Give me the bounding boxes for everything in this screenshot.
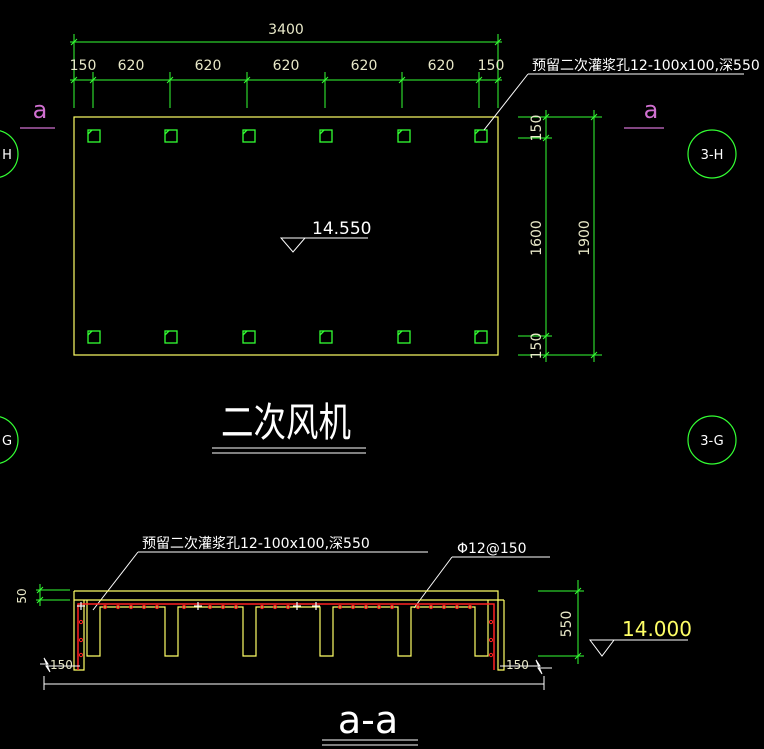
grid-bubble-h: H (0, 130, 19, 178)
hole-note-plan: 预留二次灌浆孔12-100x100,深550 (532, 58, 760, 74)
grout-hole (474, 330, 488, 344)
elevation-marker-section (589, 639, 688, 657)
side-dim: 1600 (529, 220, 545, 256)
grout-hole (397, 129, 411, 143)
elevation-plan: 14.550 (312, 219, 371, 239)
side-dimension-chain (518, 110, 602, 362)
grid-label: H (2, 148, 12, 163)
grout-hole (87, 129, 101, 143)
grout-holes-plan (87, 129, 488, 344)
elevation-section: 14.000 (622, 617, 692, 641)
depth-dim-section (538, 580, 584, 664)
grid-label: 3-H (701, 148, 724, 163)
elevation-marker (279, 237, 368, 253)
section-title-underline (322, 739, 418, 746)
grid-label: G (2, 434, 12, 449)
grout-hole (474, 129, 488, 143)
rebar-cage (77, 603, 495, 670)
grout-hole (242, 330, 256, 344)
section-mark-left: a (33, 96, 48, 124)
grout-hole (87, 330, 101, 344)
grid-bubble-3g: 3-G (687, 415, 737, 465)
grout-hole (164, 330, 178, 344)
rebar-dots (78, 604, 494, 658)
depth-dim: 550 (559, 611, 575, 638)
grout-hole (242, 129, 256, 143)
plan-title: 二次风机 (221, 400, 351, 446)
overall-width-dim: 3400 (268, 22, 304, 38)
grout-hole (397, 330, 411, 344)
segment-dim: 620 (428, 58, 455, 74)
hole-note-section: 预留二次灌浆孔12-100x100,深550 (142, 536, 370, 552)
grout-hole (164, 129, 178, 143)
rebar-note: Φ12@150 (457, 541, 527, 557)
grout-hole (319, 129, 333, 143)
grid-bubble-3h: 3-H (687, 129, 737, 179)
segment-dim: 620 (118, 58, 145, 74)
segment-dim: 620 (195, 58, 222, 74)
section-title: a-a (338, 698, 398, 742)
top-dimension-chain (70, 34, 502, 108)
plan-title-underline (212, 447, 366, 454)
top-dim: 50 (15, 588, 29, 603)
anchor-marks (77, 602, 320, 610)
overall-height-dim: 1900 (577, 220, 593, 256)
side-dim: 150 (529, 333, 545, 360)
foundation-outline (73, 116, 499, 356)
ground-line (40, 657, 552, 690)
segment-dim: 620 (273, 58, 300, 74)
hole-note-leader (483, 73, 744, 131)
right-dim: 150 (506, 658, 529, 672)
section-mark-right: a (644, 96, 659, 124)
segment-dim: 150 (70, 58, 97, 74)
section-slab (73, 590, 505, 671)
side-dim: 150 (529, 115, 545, 142)
section-leaders (92, 551, 550, 611)
left-dim: 150 (50, 658, 73, 672)
segment-dim: 620 (351, 58, 378, 74)
segment-dim: 150 (478, 58, 505, 74)
top-dim-section (36, 584, 70, 606)
grid-label: 3-G (700, 434, 724, 449)
grout-hole (319, 330, 333, 344)
grid-bubble-g: G (0, 416, 19, 464)
